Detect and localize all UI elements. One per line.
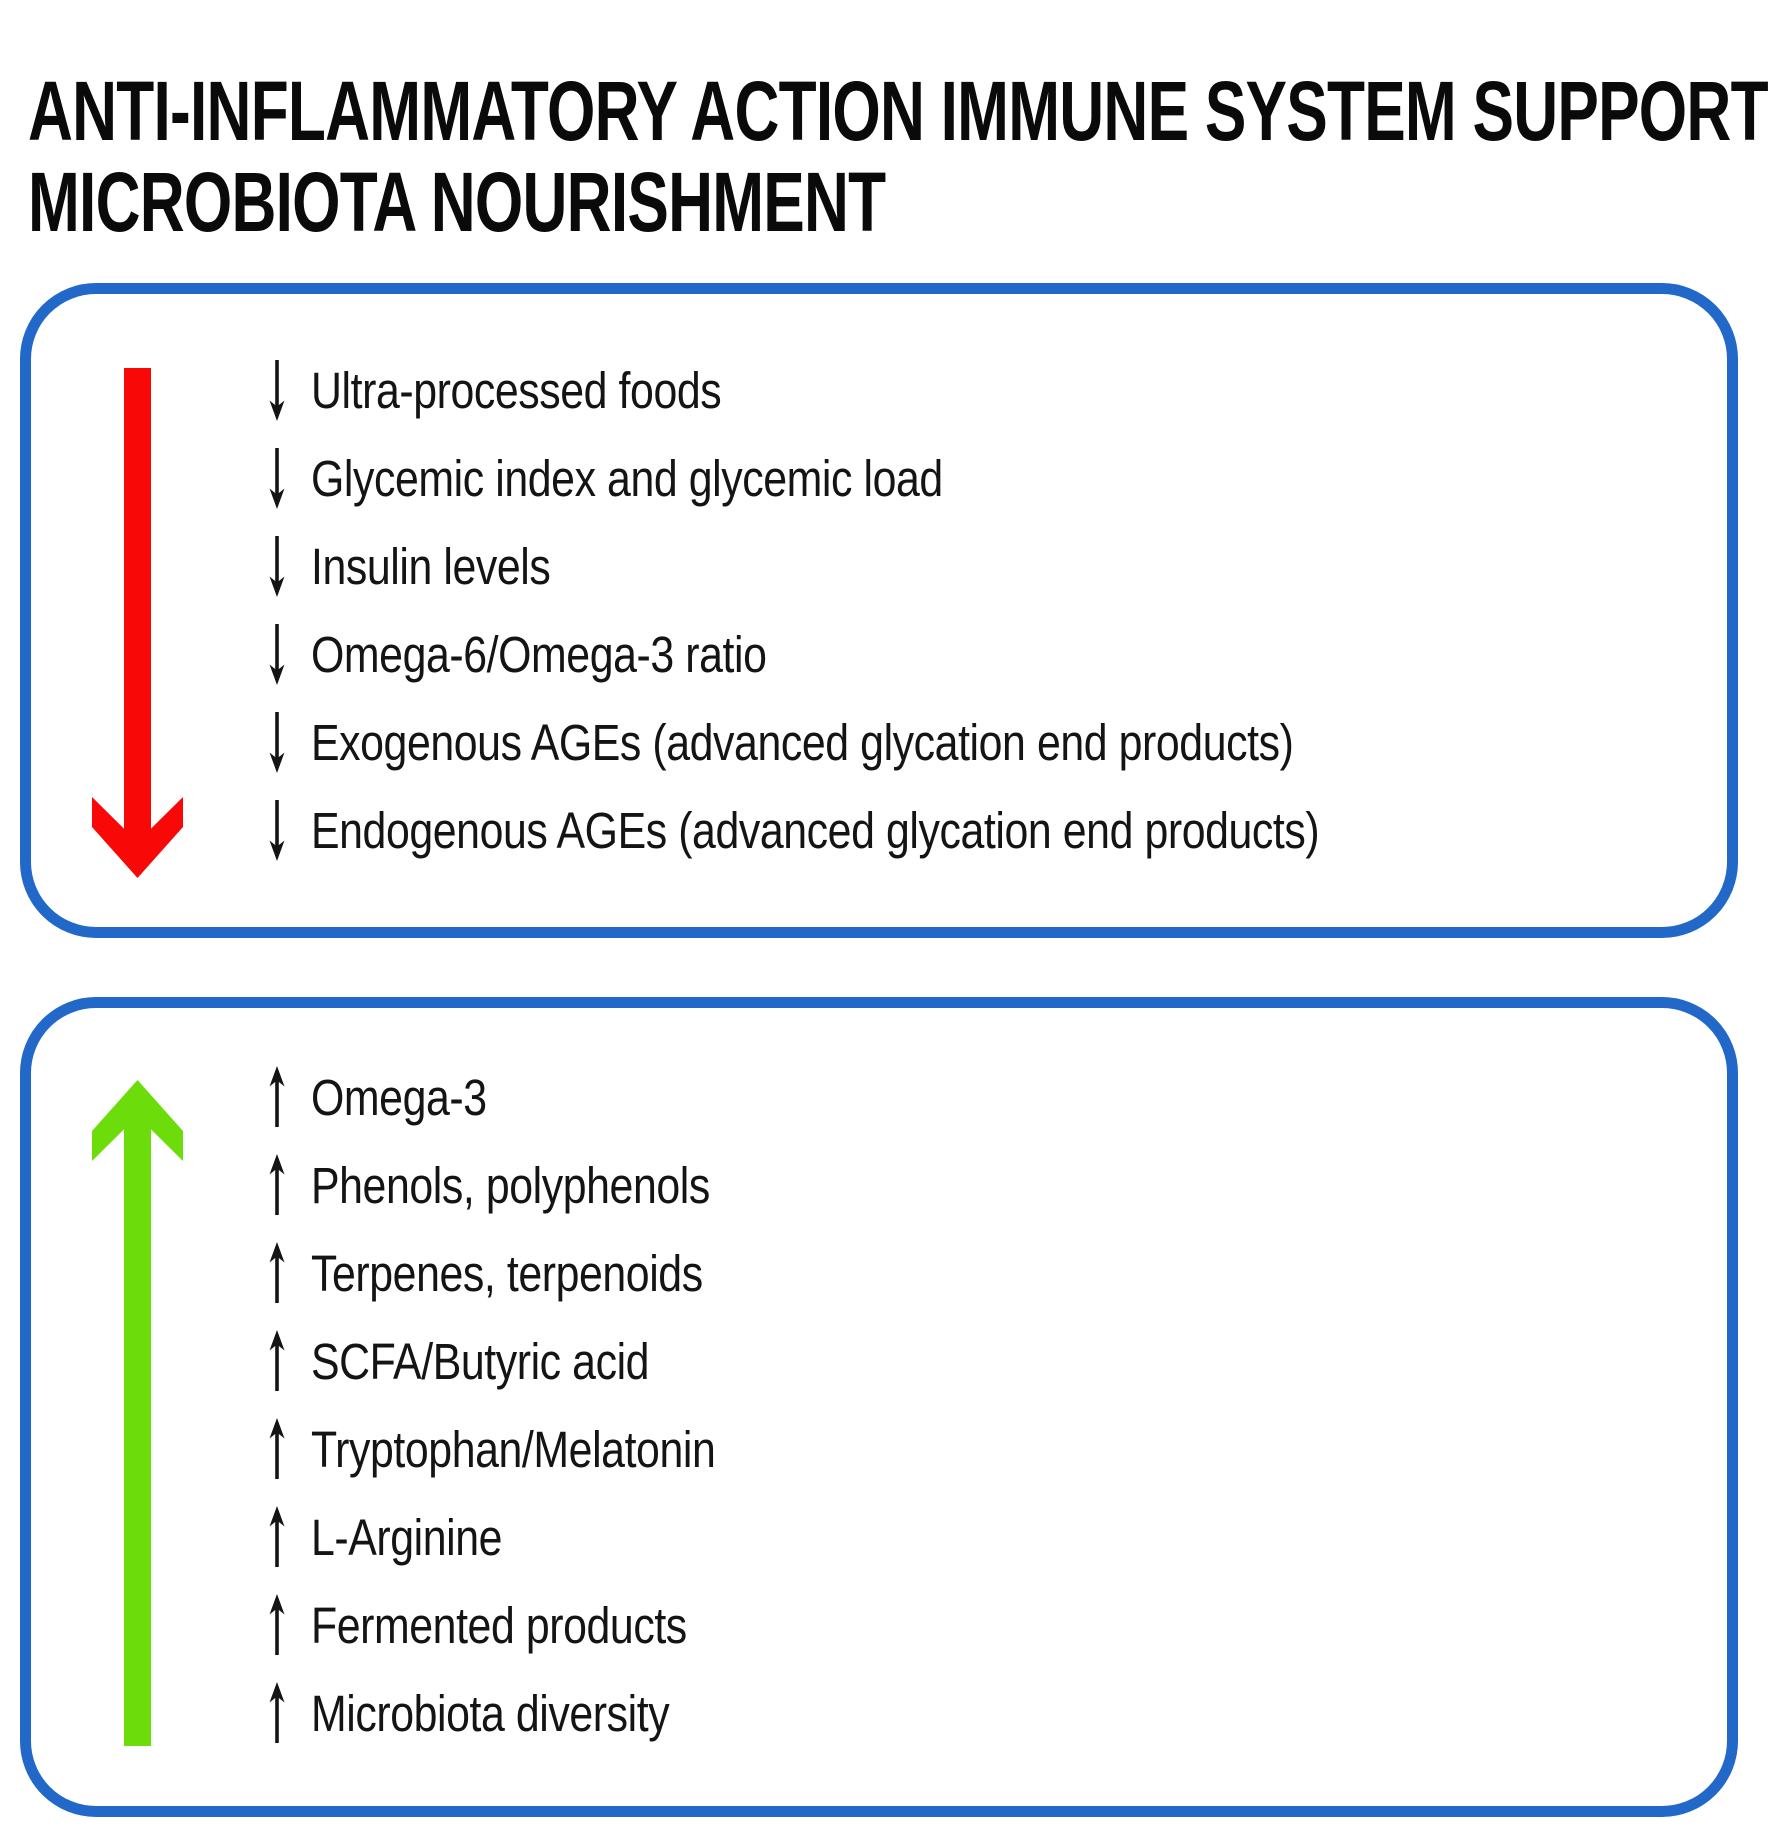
list-item: Terpenes, terpenoids	[268, 1229, 792, 1317]
list-item: Omega-3	[268, 1053, 792, 1141]
list-item: Omega-6/Omega-3 ratio	[268, 610, 1511, 698]
list-item: SCFA/Butyric acid	[268, 1317, 792, 1405]
list-item: Tryptophan/Melatonin	[268, 1405, 792, 1493]
decrease-list: Ultra-processed foods Glycemic index and…	[268, 294, 1511, 874]
list-item: Endogenous AGEs (advanced glycation end …	[268, 786, 1511, 874]
list-item-label: Endogenous AGEs (advanced glycation end …	[311, 801, 1320, 859]
increase-box: Omega-3 Phenols, polyphenols Terpenes, t…	[20, 997, 1738, 1817]
page-title: ANTI-INFLAMMATORY ACTION IMMUNE SYSTEM S…	[28, 64, 1769, 250]
list-item: Exogenous AGEs (advanced glycation end p…	[268, 698, 1511, 786]
list-item: Microbiota diversity	[268, 1669, 792, 1757]
list-item: Glycemic index and glycemic load	[268, 434, 1511, 522]
list-item-label: Microbiota diversity	[311, 1684, 670, 1742]
up-arrow-icon	[269, 1066, 285, 1127]
list-item-label: Glycemic index and glycemic load	[311, 449, 943, 507]
increase-list: Omega-3 Phenols, polyphenols Terpenes, t…	[268, 1008, 792, 1757]
list-item-label: Insulin levels	[311, 537, 551, 595]
red-down-arrow-icon	[92, 368, 183, 878]
up-arrow-icon	[269, 1506, 285, 1567]
down-arrow-icon	[269, 624, 285, 685]
list-item-label: Omega-3	[311, 1068, 487, 1126]
list-item-label: Tryptophan/Melatonin	[311, 1420, 716, 1478]
up-arrow-icon	[269, 1330, 285, 1391]
list-item: Fermented products	[268, 1581, 792, 1669]
up-arrow-icon	[269, 1154, 285, 1215]
list-item-label: Terpenes, terpenoids	[311, 1244, 703, 1302]
list-item: Phenols, polyphenols	[268, 1141, 792, 1229]
up-arrow-icon	[269, 1418, 285, 1479]
down-arrow-icon	[269, 360, 285, 421]
list-item-label: Exogenous AGEs (advanced glycation end p…	[311, 713, 1294, 771]
down-arrow-icon	[269, 800, 285, 861]
up-arrow-icon	[269, 1594, 285, 1655]
list-item: Ultra-processed foods	[268, 346, 1511, 434]
list-item-label: SCFA/Butyric acid	[311, 1332, 650, 1390]
up-arrow-icon	[269, 1242, 285, 1303]
down-arrow-icon	[269, 448, 285, 509]
up-arrow-icon	[269, 1682, 285, 1743]
list-item: Insulin levels	[268, 522, 1511, 610]
list-item-label: Fermented products	[311, 1596, 687, 1654]
green-up-arrow-icon	[92, 1080, 183, 1746]
decrease-box: Ultra-processed foods Glycemic index and…	[20, 283, 1738, 938]
list-item-label: Phenols, polyphenols	[311, 1156, 710, 1214]
page-title-line-1: ANTI-INFLAMMATORY ACTION IMMUNE SYSTEM S…	[28, 64, 1769, 159]
list-item-label: L-Arginine	[311, 1508, 503, 1566]
down-arrow-icon	[269, 536, 285, 597]
list-item-label: Ultra-processed foods	[311, 361, 722, 419]
page-title-line-2: MICROBIOTA NOURISHMENT	[28, 155, 886, 250]
down-arrow-icon	[269, 712, 285, 773]
list-item: L-Arginine	[268, 1493, 792, 1581]
list-item-label: Omega-6/Omega-3 ratio	[311, 625, 767, 683]
